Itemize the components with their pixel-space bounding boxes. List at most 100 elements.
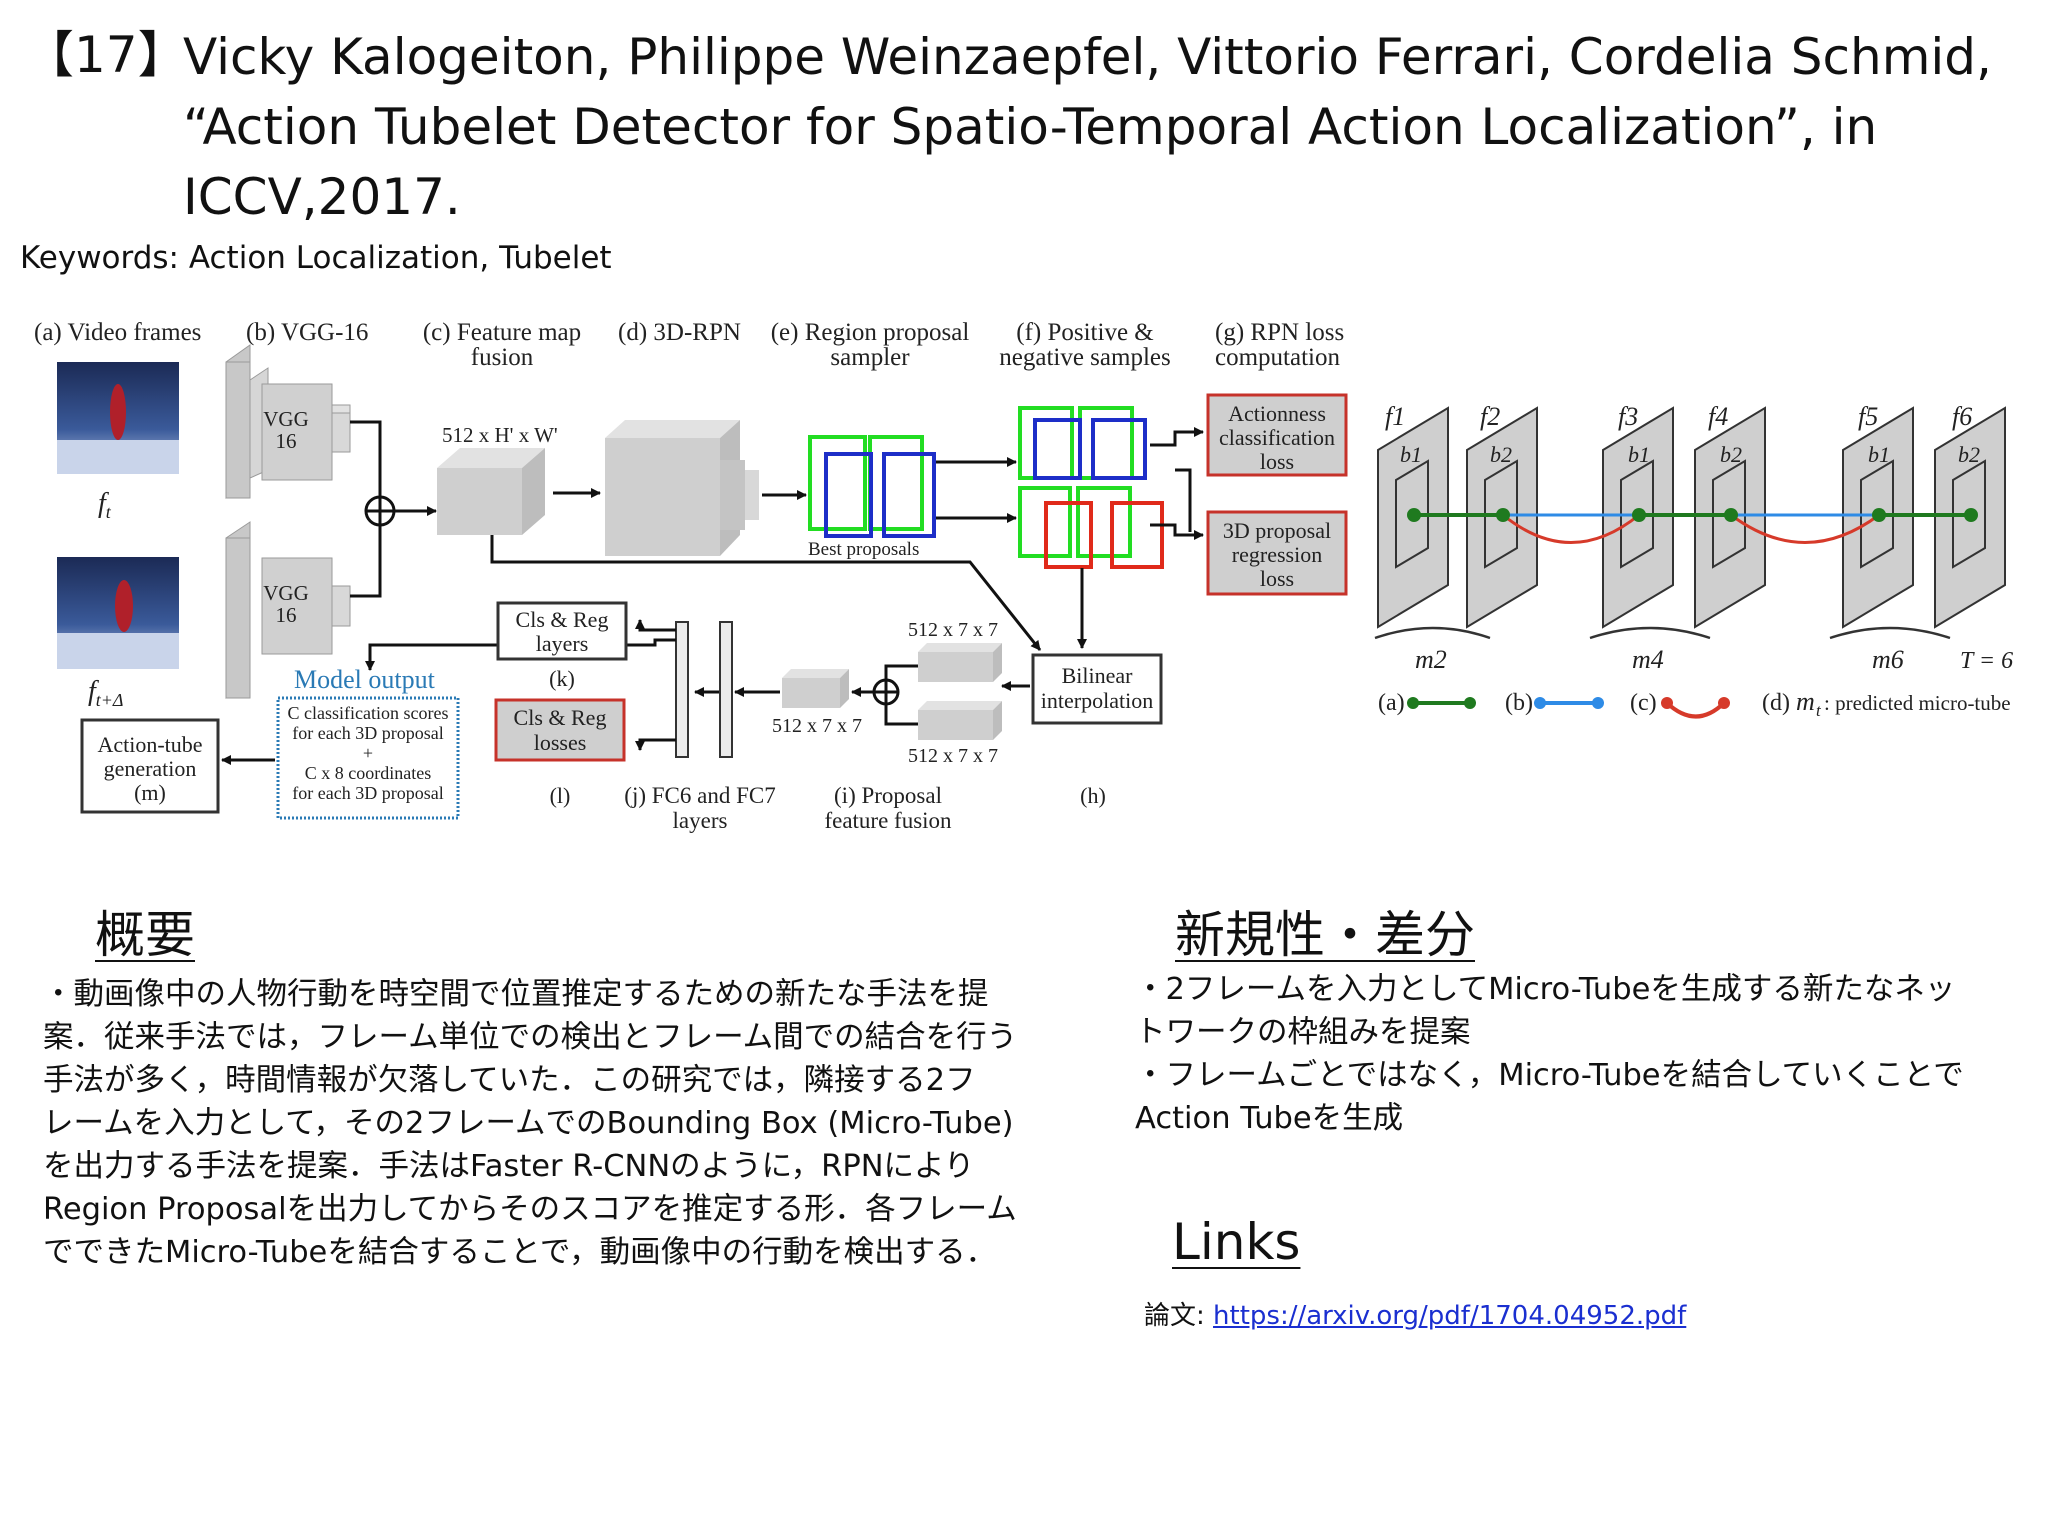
svg-text:t: t [1816,701,1822,720]
svg-text:VGG: VGG [263,407,309,431]
roi-features [782,643,1002,740]
svg-text:interpolation: interpolation [1041,688,1153,713]
feature-map [437,448,545,535]
svg-text:VGG: VGG [263,581,309,605]
svg-text:ft+Δ: ft+Δ [88,676,124,710]
svg-text:3D proposal: 3D proposal [1223,518,1331,543]
vgg-16-bottom [225,521,351,699]
stage-label: (c) Feature map [423,319,581,346]
tube-node [1964,508,1978,522]
svg-text:computation: computation [1215,344,1340,371]
frame-label: f4 [1708,402,1728,431]
box-label: b2 [1490,442,1512,467]
frame-label: f1 [1385,402,1405,431]
stage-label: (a) Video frames [34,319,201,346]
proposal-regression-loss-box [1206,510,1348,596]
box-label: b2 [1720,442,1742,467]
legend-label: (a) [1378,690,1405,716]
frame-label: f5 [1858,402,1878,431]
t-label: T = 6 [1960,648,2013,674]
best-proposals-label: Best proposals [808,539,919,560]
svg-text:fusion: fusion [471,344,534,371]
svg-text:(i) Proposal: (i) Proposal [834,783,942,808]
svg-text:Actionness: Actionness [1228,401,1326,426]
links-heading: Links [1172,1213,1301,1271]
paper-link-row: 論文: https://arxiv.org/pdf/1704.04952.pdf [1144,1295,1686,1332]
actionness-loss-box [1206,393,1348,477]
keywords: Keywords: Action Localization, Tubelet [20,240,612,276]
positive-negative-samples [1018,406,1164,569]
frame-label: f2 [1480,402,1500,431]
overview-line: 手法が多く，時間情報が欠落していた．この研究では，隣接する2フ [43,1063,976,1098]
svg-text:(a) Video frames: (a) Video frames [34,319,201,346]
svg-text:(j) FC6 and FC7: (j) FC6 and FC7 [624,783,775,808]
stage-label: (e) Region proposal [771,319,970,346]
video-frame-t [57,362,179,474]
bilinear-box [1031,653,1163,725]
legend-label: (b) [1505,690,1533,716]
paper-link-label: 論文: [1144,1301,1214,1331]
overview-line: レームを入力として，その2フレームでのBounding Box (Micro-T… [43,1106,1014,1141]
frame-label: f6 [1952,402,1972,431]
overview-line: でできたMicro-Tubeを結合することで，動画像中の行動を検出する． [43,1235,997,1270]
novelty-line: ・フレームごとではなく，Micro-Tubeを結合していくことで [1135,1058,1964,1093]
tube-node [1407,508,1421,522]
feature-dims: 512 x H' x W' [442,423,558,447]
stage-label: negative samples [999,344,1170,371]
tube-link-curve [1502,513,1640,544]
fc6-fc7-layers [675,621,733,758]
svg-text:losses: losses [534,730,587,755]
title-line: Vicky Kalogeiton, Philippe Weinzaepfel, … [183,28,1992,86]
region-proposals [808,435,936,538]
svg-text:m: m [1796,687,1815,716]
model-output-title: Model output [294,665,436,694]
overview-text: ・動画像中の人物行動を時空間で位置推定するための新たな手法を提 案．従来手法では… [43,973,1017,1274]
svg-text:(b) VGG-16: (b) VGG-16 [246,319,368,346]
svg-text:loss: loss [1260,566,1294,591]
box-label: b1 [1400,442,1422,467]
stage-label: sampler [830,344,910,371]
model-output-box [276,696,460,820]
paper-title: Vicky Kalogeiton, Philippe Weinzaepfel, … [183,22,2023,232]
svg-text:negative samples: negative samples [999,344,1170,371]
box-label: b2 [1958,442,1980,467]
svg-text:Cls & Reg: Cls & Reg [514,705,607,730]
tube-node [1872,508,1886,522]
3d-rpn-block [605,420,759,556]
novelty-line: Action Tubeを生成 [1135,1101,1404,1136]
tube-node [1724,508,1738,522]
micro-tube-label: m4 [1632,645,1664,674]
stage-label: (b) VGG-16 [246,319,368,346]
svg-text:+: + [363,743,373,763]
title-line: “Action Tubelet Detector for Spatio-Temp… [183,98,1878,156]
svg-text:16: 16 [276,603,297,627]
svg-text:C x 8 coordinates: C x 8 coordinates [305,763,431,783]
svg-text:512 x 7 x 7: 512 x 7 x 7 [908,745,998,767]
svg-text:C classification scores: C classification scores [288,703,449,723]
box-label: b1 [1628,442,1650,467]
box-label: b1 [1868,442,1890,467]
svg-text:(k): (k) [549,666,575,691]
svg-text:ft: ft [98,488,112,522]
video-frame-t-delta [57,557,179,669]
stage-label: (d) 3D-RPN [618,319,741,346]
svg-text:(l): (l) [550,783,571,808]
svg-text:: predicted micro-tube: : predicted micro-tube [1824,691,2011,715]
legend-label: (d) [1762,690,1790,716]
novelty-text: ・2フレームを入力としてMicro-Tubeを生成する新たなネッ トワークの枠組… [1135,968,1964,1140]
tube-node [1496,508,1510,522]
stage-label: (f) Positive & [1016,319,1154,346]
stage-label: fusion [471,344,534,371]
stage-label: (g) RPN loss [1215,319,1344,346]
reference-number: 【17】 [24,26,188,84]
cls-reg-layers-box [496,601,628,661]
svg-text:Cls & Reg: Cls & Reg [516,607,609,632]
overview-line: 案．従来手法では，フレーム単位での検出とフレーム間での結合を行う [43,1020,1018,1055]
svg-text:classification: classification [1219,425,1335,450]
micro-tube-diagram [1377,406,2006,629]
novelty-line: トワークの枠組みを提案 [1135,1015,1471,1050]
vgg-16-top [225,344,351,499]
svg-text:Action-tube: Action-tube [97,732,202,757]
svg-text:for each 3D proposal: for each 3D proposal [292,723,443,743]
paper-link[interactable]: https://arxiv.org/pdf/1704.04952.pdf [1213,1301,1687,1331]
